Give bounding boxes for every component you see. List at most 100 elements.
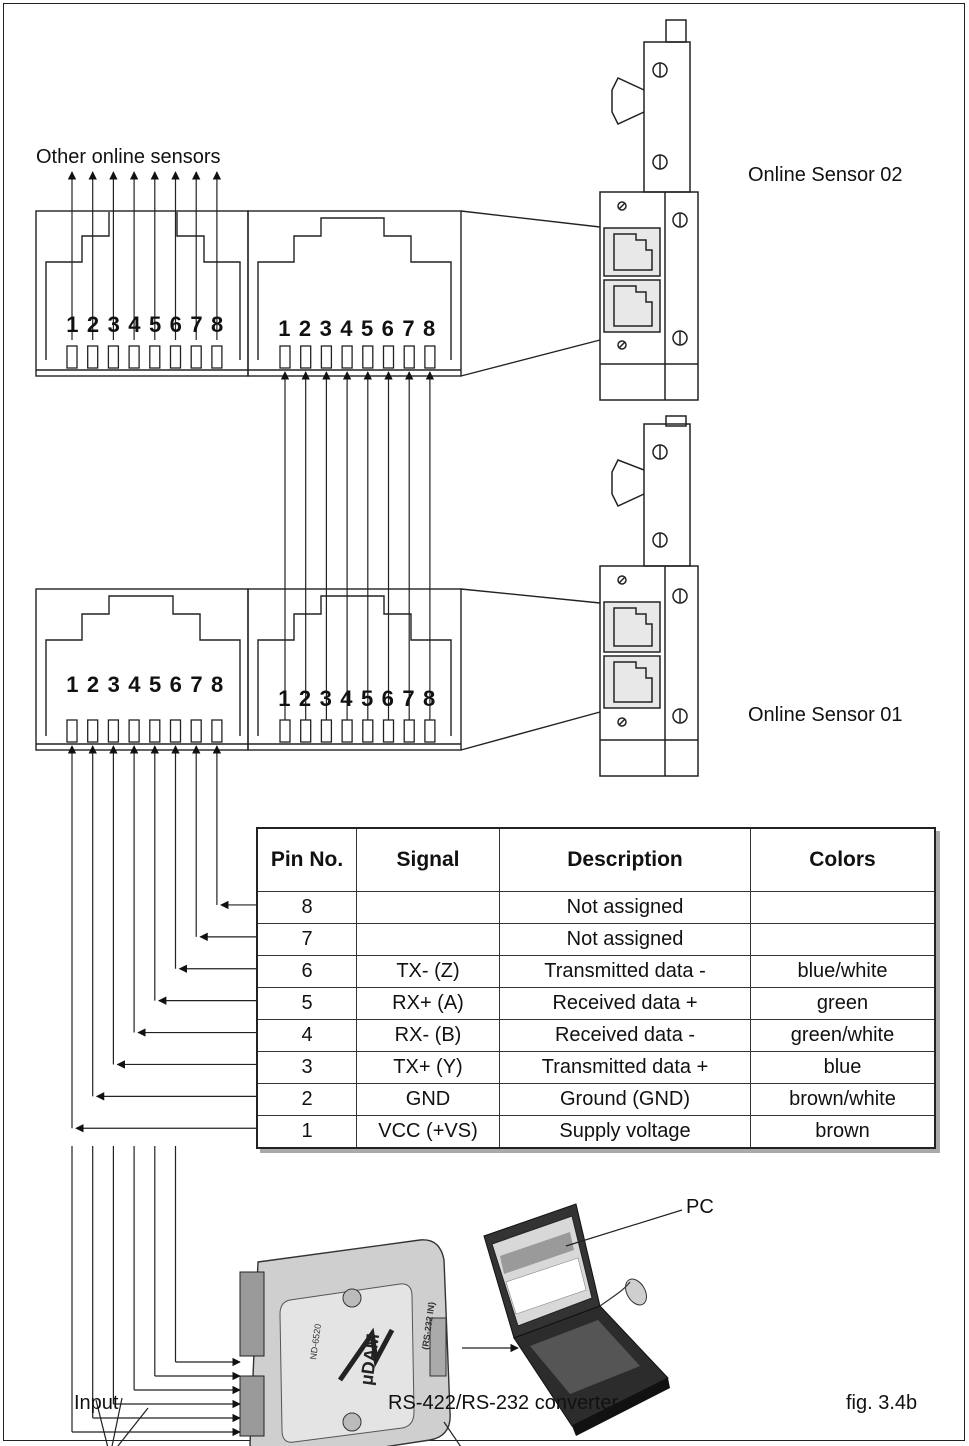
cell-description: Transmitted data + [499, 1051, 751, 1084]
connector-top-right [247, 210, 601, 377]
pin-contact-top-left [169, 345, 182, 369]
pin-contact-top-right [382, 345, 395, 369]
cell-signal: RX+ (A) [356, 987, 500, 1020]
cell-color [750, 923, 936, 956]
pin-contact-bottom-left [149, 719, 161, 743]
cell-pin: 8 [256, 891, 357, 924]
pin-contact-top-left [66, 345, 78, 369]
pin-contact-top-left [211, 345, 223, 369]
sensor-01-label: Online Sensor 01 [748, 704, 903, 726]
pin-contact-bottom-right [424, 719, 436, 743]
pin-contact-bottom-left [169, 719, 182, 743]
header-colors: Colors [750, 827, 936, 892]
pin-contact-bottom-left [128, 719, 140, 743]
figure-number: fig. 3.4b [846, 1392, 918, 1414]
pin-contact-top-right [279, 345, 291, 369]
pin-contact-top-left [87, 345, 99, 369]
figure-frame [3, 3, 965, 1441]
pin-contact-bottom-right [300, 719, 312, 743]
cell-color: blue [750, 1051, 936, 1084]
pin-contact-top-right [403, 345, 415, 369]
cell-description: Received data + [499, 987, 751, 1020]
converter-leader-line [443, 1421, 462, 1446]
converter-model: ND-6520 [308, 1323, 323, 1360]
pin-contact-top-right [424, 345, 436, 369]
connector-bottom-right [247, 588, 601, 751]
cell-color: blue/white [750, 955, 936, 988]
pin-contact-top-left [128, 345, 140, 369]
pin-contact-bottom-right [341, 719, 353, 743]
header-pin: Pin No. [256, 827, 357, 892]
pin-contact-bottom-right [382, 719, 395, 743]
cell-signal: VCC (+VS) [356, 1115, 500, 1149]
pin-contact-top-right [362, 345, 374, 369]
input-leader-3 [95, 1399, 109, 1446]
cell-signal [356, 923, 500, 956]
table-row: 8 Not assigned [256, 891, 936, 924]
laptop-pc [483, 1203, 670, 1436]
cell-pin: 1 [256, 1115, 357, 1149]
input-leader-2 [117, 1407, 149, 1446]
cell-pin: 5 [256, 987, 357, 1020]
pc-label: PC [686, 1196, 714, 1218]
sensor-01-device [599, 415, 699, 777]
pin-contact-bottom-left [211, 719, 223, 743]
header-description: Description [499, 827, 751, 892]
other-sensors-label: Other online sensors [36, 146, 221, 168]
cell-description: Not assigned [499, 891, 751, 924]
cell-description: Not assigned [499, 923, 751, 956]
pin-contact-bottom-left [87, 719, 99, 743]
converter-label: RS-422/RS-232 converter [388, 1392, 619, 1414]
sensor-02-device [599, 19, 699, 401]
pin-contact-top-right [300, 345, 312, 369]
cell-color: green/white [750, 1019, 936, 1052]
table-row: 7 Not assigned [256, 923, 936, 956]
pin-contact-top-left [190, 345, 202, 369]
pc-leader-line [565, 1209, 683, 1247]
pin-contact-bottom-right [362, 719, 374, 743]
cell-signal [356, 891, 500, 924]
pin-contact-top-right [320, 345, 333, 369]
cell-color: green [750, 987, 936, 1020]
cell-signal: TX+ (Y) [356, 1051, 500, 1084]
input-leader-1 [111, 1397, 123, 1446]
pin-contact-bottom-left [190, 719, 202, 743]
cell-signal: TX- (Z) [356, 955, 500, 988]
table-header-row: Pin No. Signal Description Colors [256, 827, 936, 892]
pin-contact-bottom-right [279, 719, 291, 743]
pin-contact-bottom-left [66, 719, 78, 743]
cell-description: Transmitted data - [499, 955, 751, 988]
cell-description: Ground (GND) [499, 1083, 751, 1116]
cell-signal: GND [356, 1083, 500, 1116]
converter-device [239, 1239, 451, 1446]
cell-pin: 3 [256, 1051, 357, 1084]
cell-description: Supply voltage [499, 1115, 751, 1149]
pin-contact-top-right [341, 345, 353, 369]
cell-pin: 6 [256, 955, 357, 988]
pin-contact-bottom-left [107, 719, 120, 743]
pin-contact-bottom-right [403, 719, 415, 743]
input-label: Input [74, 1392, 119, 1414]
cell-pin: 7 [256, 923, 357, 956]
header-signal: Signal [356, 827, 500, 892]
cell-pin: 4 [256, 1019, 357, 1052]
pin-contact-top-left [149, 345, 161, 369]
cell-color: brown [750, 1115, 936, 1149]
cell-color [750, 891, 936, 924]
pin-contact-top-left [107, 345, 120, 369]
sensor-02-label: Online Sensor 02 [748, 164, 903, 186]
cell-color: brown/white [750, 1083, 936, 1116]
